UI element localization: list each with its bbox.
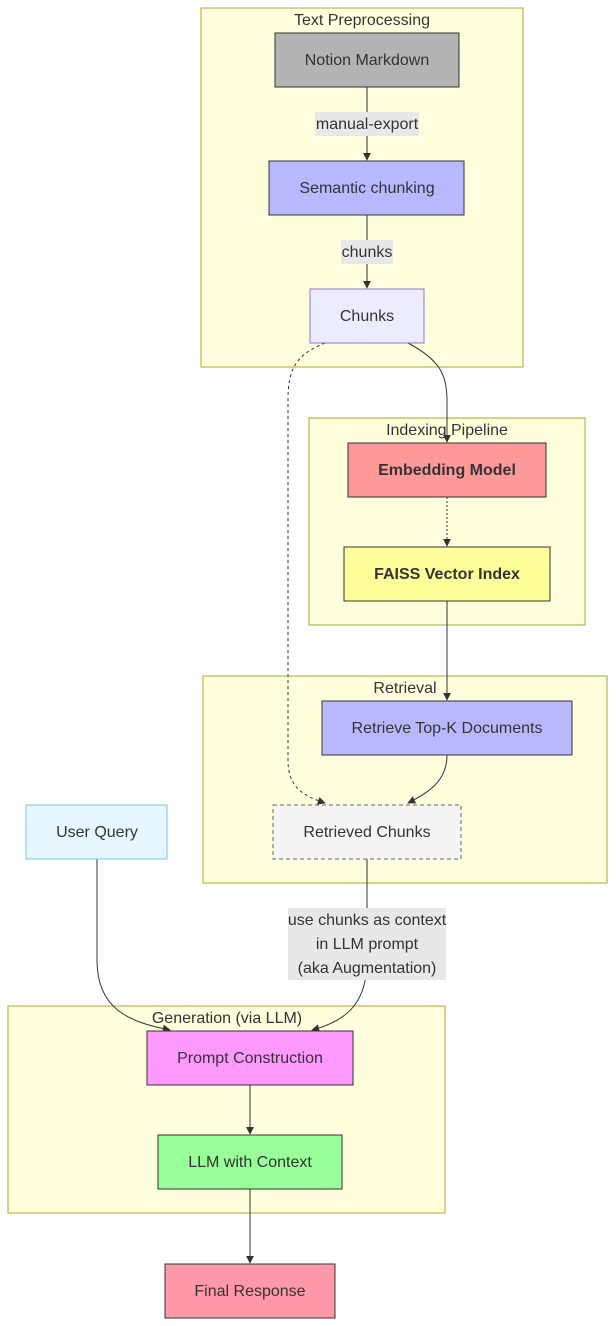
- edge-userquery-to-prompt: [96, 859, 171, 1033]
- node-retrieved-chunks-label: Retrieved Chunks: [303, 824, 430, 841]
- cluster-title-retrieval: Retrieval: [373, 680, 436, 697]
- node-retrieved-chunks: Retrieved Chunks: [272, 804, 462, 860]
- node-retrieve-topk: Retrieve Top-K Documents: [321, 700, 573, 756]
- edge-label-augmentation-line-3: (aka Augmentation): [298, 960, 437, 977]
- node-semantic-chunking: Semantic chunking: [268, 160, 465, 216]
- node-notion-markdown: Notion Markdown: [274, 32, 460, 88]
- node-retrieve-topk-label: Retrieve Top-K Documents: [352, 720, 543, 737]
- edge-label-augmentation: use chunks as context in LLM prompt (aka…: [288, 908, 447, 980]
- node-user-query: User Query: [25, 804, 168, 860]
- node-notion-markdown-label: Notion Markdown: [305, 52, 430, 69]
- node-faiss-vector-index: FAISS Vector Index: [343, 546, 551, 602]
- node-embedding-model-label: Embedding Model: [378, 462, 516, 479]
- node-embedding-model: Embedding Model: [347, 442, 547, 498]
- edge-label-manual-export-text: manual-export: [316, 116, 419, 133]
- edge-chunks-to-retrieved-dotted: [287, 342, 326, 805]
- node-llm-with-context-label: LLM with Context: [188, 1154, 312, 1171]
- node-chunks-label: Chunks: [340, 308, 394, 325]
- node-final-response-label: Final Response: [194, 1283, 305, 1300]
- node-semantic-chunking-label: Semantic chunking: [299, 180, 434, 197]
- node-user-query-label: User Query: [56, 824, 138, 841]
- cluster-title-text-preprocessing: Text Preprocessing: [294, 12, 430, 29]
- node-faiss-vector-index-label: FAISS Vector Index: [374, 566, 520, 583]
- edge-chunks-to-embedding: [407, 342, 451, 443]
- node-chunks: Chunks: [309, 288, 425, 344]
- node-prompt-construction: Prompt Construction: [146, 1030, 354, 1086]
- node-llm-with-context: LLM with Context: [157, 1134, 343, 1190]
- edge-retrieve-to-retrieved: [407, 754, 448, 804]
- edge-label-manual-export: manual-export: [315, 112, 419, 136]
- edge-label-augmentation-line-1: use chunks as context: [288, 912, 447, 929]
- edge-label-augmentation-line-2: in LLM prompt: [316, 936, 419, 953]
- cluster-title-generation: Generation (via LLM): [152, 1010, 302, 1027]
- edge-label-chunks: chunks: [341, 240, 393, 264]
- edge-label-chunks-text: chunks: [342, 244, 393, 261]
- node-prompt-construction-label: Prompt Construction: [177, 1050, 323, 1067]
- node-final-response: Final Response: [164, 1263, 336, 1319]
